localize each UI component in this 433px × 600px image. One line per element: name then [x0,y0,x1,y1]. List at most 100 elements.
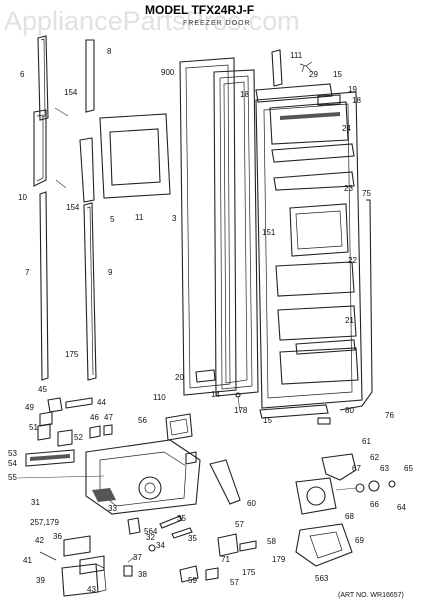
callout-c65: 65 [404,464,413,473]
callout-c57a: 57 [235,520,244,529]
callout-c68: 68 [345,512,354,521]
water-tube-75 [339,199,373,411]
hinge-20 [195,369,216,383]
inner-window-panel [99,113,171,199]
hinge-cap-111 [271,49,283,87]
callout-c75: 75 [362,189,371,198]
dispenser-housing [85,439,201,515]
callout-c76: 76 [385,411,394,420]
diagram-subtitle: FREEZER DOOR [183,20,251,27]
callout-c52: 52 [74,433,83,442]
callout-c54: 54 [8,459,17,468]
liner-top-bin [269,101,349,145]
callout-c49: 49 [25,403,34,412]
screw-154 [54,107,69,189]
callout-c8: 8 [107,47,112,56]
callout-c57b: 57 [230,578,239,587]
screw-178 [235,392,241,413]
callout-c60: 60 [247,499,256,508]
callout-c51: 51 [29,423,38,432]
callout-c151: 151 [262,228,276,237]
small-fastener-38-37 [123,555,137,577]
callout-c61: 61 [362,437,371,446]
bracket-36-42-41 [39,535,105,575]
housing-69-563 [295,523,353,567]
callout-c3: 3 [172,214,177,223]
callout-c66: 66 [370,500,379,509]
callout-c175b: 175 [242,568,256,577]
callout-c178: 178 [234,406,248,415]
callout-c43: 43 [87,585,96,594]
clip-59-71 [179,565,219,583]
callout-c18b: 18 [352,96,361,105]
callout-c9: 9 [108,268,113,277]
callout-c41: 41 [23,556,32,565]
small-parts-45-49-44 [39,397,93,427]
switch-57-58 [217,533,257,557]
callout-c38: 38 [138,570,147,579]
callout-c6: 6 [20,70,25,79]
callout-c35b: 35 [188,534,197,543]
actuator-56 [165,413,193,441]
callout-c44: 44 [97,398,106,407]
linkage-parts-33-35-34 [127,515,193,552]
door-outer-shell [179,57,237,396]
callout-c110: 110 [153,393,166,402]
shelf-rail-24 [271,143,355,163]
model-title: MODEL TFX24RJ-F [145,3,254,17]
callout-c154a: 154 [64,88,78,97]
callout-c46: 46 [90,413,99,422]
watermark-text: AppliancePartsPros.com [4,6,300,36]
callout-c18a: 18 [240,90,249,99]
top-bracket-15-19 [255,83,341,106]
callout-c31: 31 [31,498,40,507]
door-gasket-frame [213,69,259,397]
callout-c900: 900 [161,68,175,77]
callout-c39: 39 [36,576,45,585]
trim-strip-53-54-55 [17,449,105,479]
callout-c58: 58 [267,537,276,546]
callout-c20: 20 [175,373,184,382]
callout-c257: 257,179 [30,518,59,527]
callout-c23: 23 [344,184,353,193]
callout-c32: 32 [146,533,155,542]
callout-c34: 34 [156,541,165,550]
callout-c19: 19 [348,85,357,94]
callout-c71: 71 [221,555,230,564]
callout-c7: 7 [25,268,30,277]
callout-c45: 45 [38,385,47,394]
callout-c15a: 15 [333,70,342,79]
callout-c53: 53 [8,449,17,458]
callout-c63: 63 [380,464,389,473]
callout-c56: 56 [138,416,147,425]
callout-c35: 35 [177,514,186,523]
handle-bracket-left [33,109,47,187]
callout-c10: 10 [18,193,27,202]
callout-c42: 42 [35,536,44,545]
callout-c47: 47 [104,413,113,422]
door-bins-lower [275,261,359,385]
hinge-pin-29 [299,61,313,73]
dispenser-link-60 [185,451,241,505]
callout-c564: 564 [144,527,158,536]
bottom-trim-15 [259,404,329,419]
callout-c11: 11 [135,213,144,222]
fittings-63-65-66-67 [335,480,396,493]
callout-c69: 69 [355,536,364,545]
callout-c175a: 175 [65,350,79,359]
callout-c59: 59 [188,576,197,585]
callout-c21: 21 [345,316,354,325]
fitting-80 [317,417,331,425]
callout-c36: 36 [53,532,62,541]
callout-c62: 62 [370,453,379,462]
art-number: (ART NO. WR16657) [338,592,404,599]
callout-c5: 5 [110,215,115,224]
gasket-strip-left [39,191,49,381]
valve-assembly-68 [295,477,337,515]
callout-c111: 111 [290,51,303,60]
callout-c563: 563 [315,574,329,583]
small-parts-51-52-46-47 [37,423,113,447]
callout-c29: 29 [309,70,318,79]
